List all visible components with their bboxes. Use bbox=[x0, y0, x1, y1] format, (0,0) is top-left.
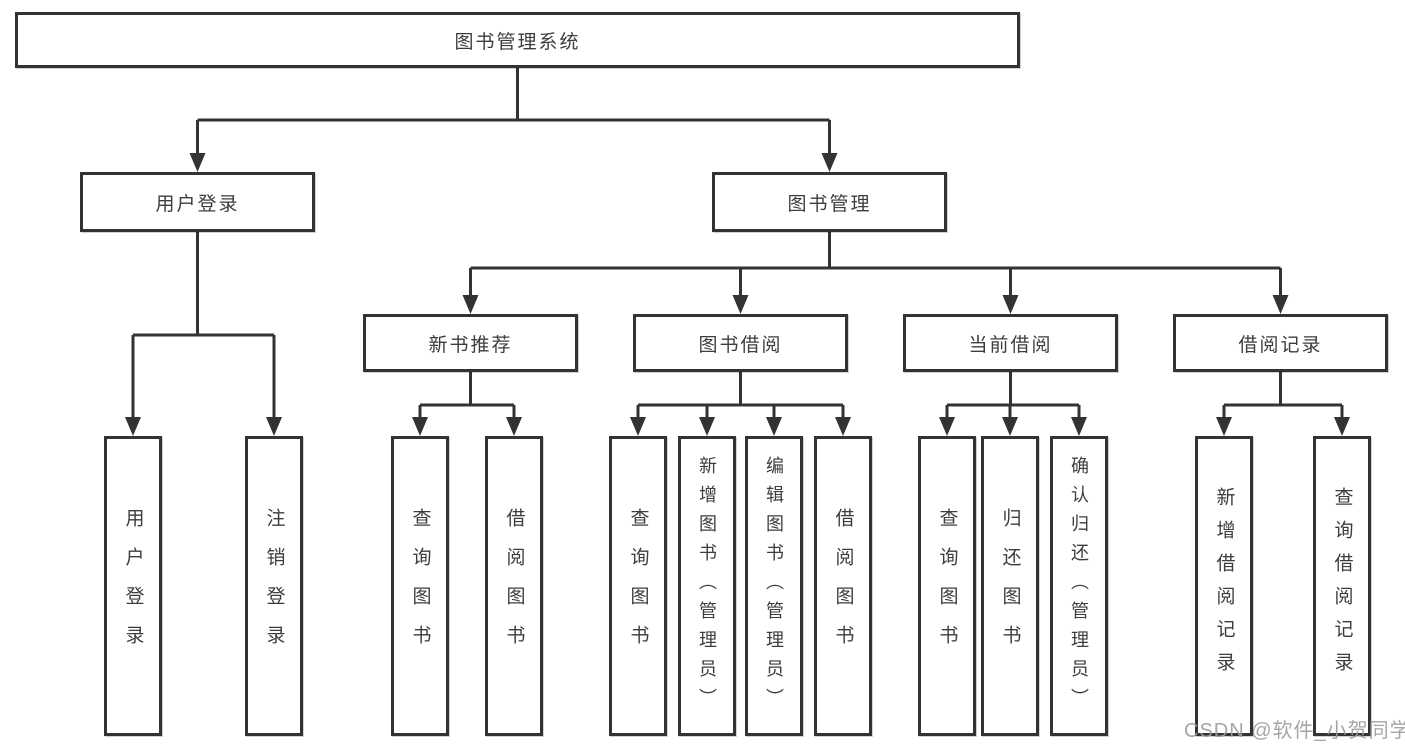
leaf-query-borrow-record-label: 查询借阅记录 bbox=[1331, 487, 1353, 685]
node-borrow-record: 借阅记录 bbox=[1173, 314, 1388, 372]
leaf-add-borrow-record-label: 新增借阅记录 bbox=[1213, 487, 1235, 685]
node-book-management: 图书管理 bbox=[712, 172, 947, 232]
leaf-query-book-recommend: 查询图书 bbox=[391, 436, 449, 736]
node-root: 图书管理系统 bbox=[15, 12, 1020, 68]
leaf-user-login: 用户登录 bbox=[104, 436, 162, 736]
leaf-edit-book-admin-label: 编辑图书（管理员） bbox=[764, 455, 784, 717]
leaf-return-book: 归还图书 bbox=[981, 436, 1039, 736]
leaf-add-borrow-record: 新增借阅记录 bbox=[1195, 436, 1253, 736]
leaf-borrow-book: 借阅图书 bbox=[814, 436, 872, 736]
leaf-borrow-book-label: 借阅图书 bbox=[832, 508, 854, 664]
leaf-user-login-label: 用户登录 bbox=[122, 508, 144, 664]
node-book-borrow: 图书借阅 bbox=[633, 314, 848, 372]
leaf-add-book-admin-label: 新增图书（管理员） bbox=[697, 455, 717, 717]
leaf-borrow-book-recommend: 借阅图书 bbox=[485, 436, 543, 736]
leaf-logout-label: 注销登录 bbox=[263, 508, 285, 664]
leaf-query-book-recommend-label: 查询图书 bbox=[409, 508, 431, 664]
leaf-query-book-borrow: 查询图书 bbox=[609, 436, 667, 736]
leaf-query-book-current-label: 查询图书 bbox=[936, 508, 958, 664]
leaf-confirm-return-admin-label: 确认归还（管理员） bbox=[1069, 455, 1089, 717]
leaf-query-borrow-record: 查询借阅记录 bbox=[1313, 436, 1371, 736]
node-current-borrow: 当前借阅 bbox=[903, 314, 1118, 372]
leaf-add-book-admin: 新增图书（管理员） bbox=[678, 436, 736, 736]
leaf-return-book-label: 归还图书 bbox=[999, 508, 1021, 664]
leaf-logout: 注销登录 bbox=[245, 436, 303, 736]
leaf-query-book-borrow-label: 查询图书 bbox=[627, 508, 649, 664]
leaf-confirm-return-admin: 确认归还（管理员） bbox=[1050, 436, 1108, 736]
leaf-edit-book-admin: 编辑图书（管理员） bbox=[745, 436, 803, 736]
csdn-watermark: CSDN @软件_小贺同学 bbox=[1184, 720, 1405, 742]
node-user-login: 用户登录 bbox=[80, 172, 315, 232]
node-new-book-recommend: 新书推荐 bbox=[363, 314, 578, 372]
leaf-query-book-current: 查询图书 bbox=[918, 436, 976, 736]
leaf-borrow-book-recommend-label: 借阅图书 bbox=[503, 508, 525, 664]
